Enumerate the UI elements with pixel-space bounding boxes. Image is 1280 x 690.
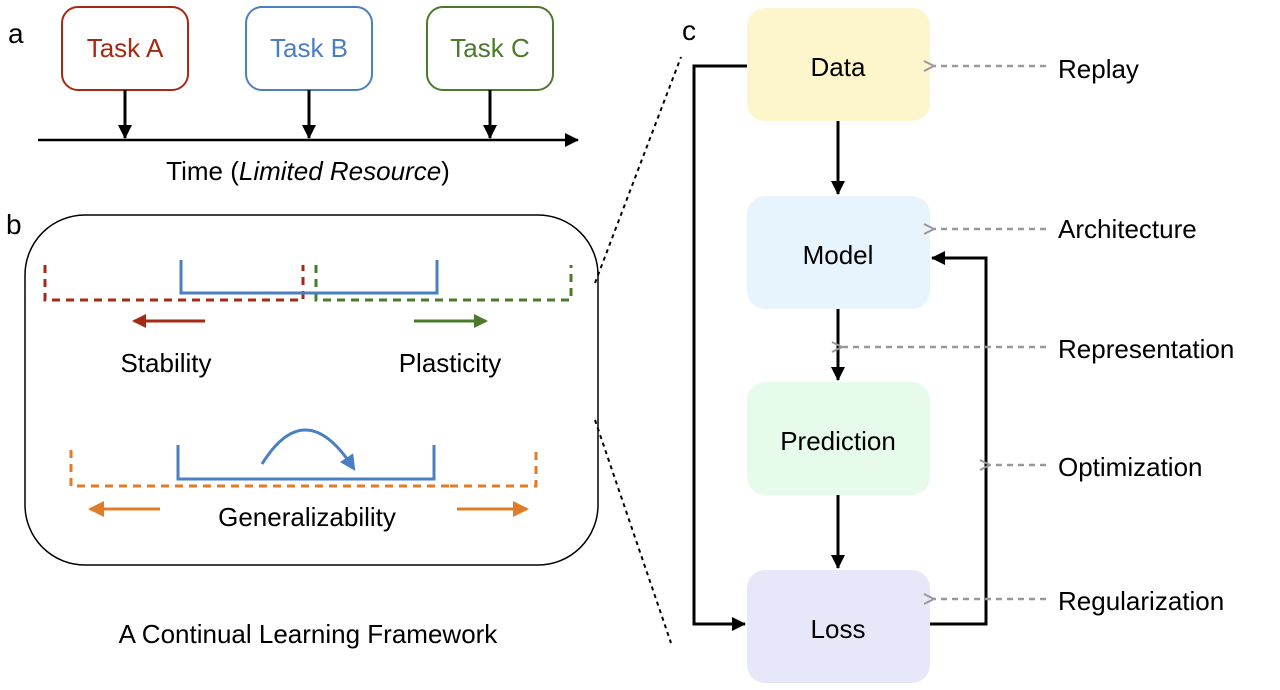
framework-box — [24, 214, 599, 566]
task-a-label: Task A — [87, 33, 164, 63]
model-node-label: Model — [803, 240, 874, 270]
generalizability-range-right — [450, 450, 538, 488]
task-a-box: Task A — [61, 6, 189, 91]
stability-range — [43, 265, 305, 302]
generalizability-range-left — [69, 450, 450, 488]
framework-caption: A Continual Learning Framework — [119, 619, 499, 649]
data-node: Data — [747, 8, 930, 121]
panel-b-label: b — [6, 209, 22, 240]
loss-node-label: Loss — [811, 614, 866, 644]
stability-label: Stability — [120, 348, 211, 378]
panel-c-label: c — [682, 15, 696, 46]
plasticity-range — [314, 265, 573, 302]
time-axis-label: Time (Limited Resource) — [166, 156, 450, 186]
method-optimization: Optimization — [1058, 452, 1203, 482]
task-b-label: Task B — [270, 33, 348, 63]
method-regularization: Regularization — [1058, 586, 1224, 616]
method-replay: Replay — [1058, 54, 1139, 84]
solution-range-top — [179, 260, 439, 295]
zoom-connector-top — [594, 56, 682, 284]
prediction-node-label: Prediction — [780, 426, 896, 456]
panel-a: a Task A Task B Task C Time (Limited Res… — [8, 6, 579, 186]
task-b-box: Task B — [245, 6, 373, 91]
solution-range-bottom — [176, 445, 436, 481]
method-representation: Representation — [1058, 334, 1234, 364]
data-node-label: Data — [811, 52, 866, 82]
generalizability-label: Generalizability — [218, 502, 396, 532]
task-c-label: Task C — [450, 33, 529, 63]
panel-a-label: a — [8, 18, 24, 49]
zoom-connector-bottom — [594, 419, 672, 644]
panel-c: c Data Model Prediction Loss — [682, 8, 1234, 683]
plasticity-label: Plasticity — [399, 348, 502, 378]
prediction-node: Prediction — [747, 382, 930, 495]
data-to-loss-arrow — [692, 64, 747, 631]
method-architecture: Architecture — [1058, 214, 1197, 244]
loss-to-model-feedback-arrow — [930, 251, 988, 626]
model-node: Model — [747, 196, 930, 309]
transfer-arrow — [260, 428, 356, 472]
loss-node: Loss — [747, 570, 930, 683]
task-c-box: Task C — [426, 6, 554, 91]
panel-b: b Stability Plasticity Generalizability … — [6, 209, 599, 649]
